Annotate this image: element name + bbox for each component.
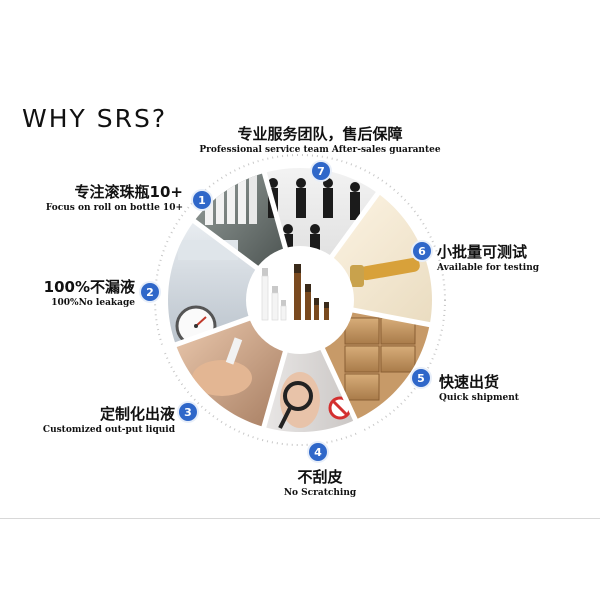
feature-1-en: Focus on roll on bottle 10+ <box>45 203 183 213</box>
feature-1-cn: 专注滚珠瓶10+ <box>74 183 183 201</box>
badge-1: 1 <box>193 191 211 209</box>
feature-5-cn: 快速出货 <box>439 373 500 391</box>
magnifier-face-photo <box>262 300 360 432</box>
badge-6: 6 <box>413 242 431 260</box>
feature-2: 100%不漏液 100%No leakage <box>44 276 135 308</box>
bottom-divider <box>0 518 600 519</box>
feature-5: 快速出货 Quick shipment <box>439 371 519 403</box>
feature-2-en: 100%No leakage <box>51 298 135 308</box>
bottle-lineup-image <box>261 264 329 321</box>
feature-6-cn: 小批量可测试 <box>437 243 528 261</box>
feature-6: 小批量可测试 Available for testing <box>437 241 539 273</box>
feature-6-en: Available for testing <box>437 263 540 273</box>
dotted-ring <box>154 154 446 446</box>
page-title: WHY SRS? <box>22 104 168 133</box>
badge-7: 7 <box>312 162 330 180</box>
feature-4-cn: 不刮皮 <box>297 468 343 486</box>
feature-7-cn: 专业服务团队，售后保障 <box>237 125 403 143</box>
badge-5: 5 <box>412 369 430 387</box>
feature-1: 专注滚珠瓶10+ Focus on roll on bottle 10+ <box>46 181 183 213</box>
badge-3: 3 <box>179 403 197 421</box>
feature-3-cn: 定制化出液 <box>99 405 175 423</box>
feature-4: 不刮皮 No Scratching <box>250 466 390 498</box>
leak-test-gauge-photo <box>167 218 300 348</box>
feature-4-en: No Scratching <box>283 488 357 498</box>
feature-3-en: Customized out-put liquid <box>42 425 175 435</box>
feature-5-en: Quick shipment <box>439 393 519 403</box>
badge-4: 4 <box>309 443 327 461</box>
feature-3: 定制化出液 Customized out-put liquid <box>43 403 175 435</box>
feature-7-en: Professional service team After-sales gu… <box>199 145 441 155</box>
feature-2-cn: 100%不漏液 <box>43 278 135 296</box>
feature-7: 专业服务团队，售后保障 Professional service team Af… <box>180 123 460 155</box>
badge-2: 2 <box>141 283 159 301</box>
